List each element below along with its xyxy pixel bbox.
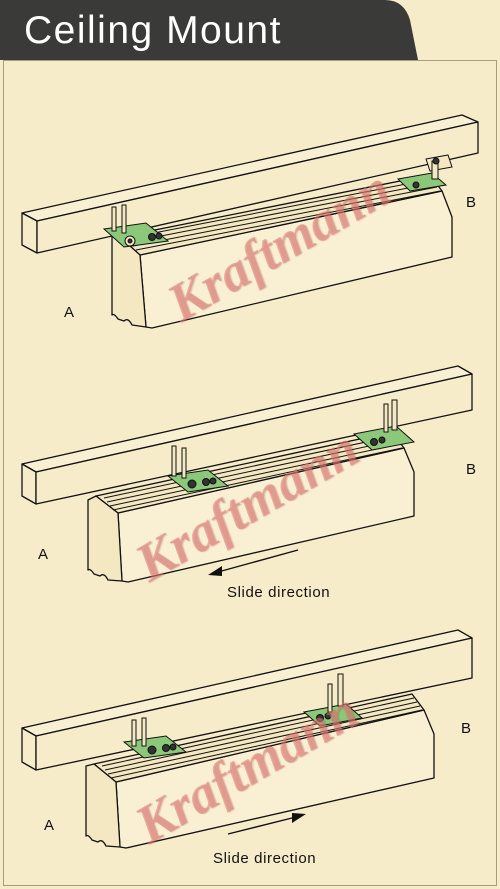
slide-direction-caption: Slide direction [227,584,331,601]
slide-arrow-left [208,549,299,576]
bracket-left-1 [102,204,170,248]
bracket-left-2 [166,445,230,493]
bracket-right-1 [396,154,453,192]
label-a: A [64,304,75,321]
unit-end-cap [85,763,121,848]
header-bar: Ceiling Mount [0,0,500,62]
unit-end-cap [111,234,147,328]
ceiling-mount-illustration-2 [21,365,473,583]
ceiling-beam-front [21,727,37,771]
scene-2: A B Slide direction [0,348,500,608]
label-a: A [38,546,49,563]
bracket-right-3 [302,673,364,727]
label-b: B [466,461,477,478]
page-title: Ceiling Mount [24,9,282,52]
ceiling-mount-illustration-1 [21,114,479,329]
ceiling-beam-side [36,121,479,254]
bracket-right-2 [352,399,416,451]
bracket-left-3 [122,717,188,759]
ceiling-mount-illustration-3 [21,629,473,849]
ceiling-beam-side [35,373,473,505]
header-tab-shape [0,0,418,60]
label-a: A [44,817,55,834]
slide-arrow-right [227,813,306,835]
scene-1: A B [0,95,500,355]
slide-direction-caption: Slide direction [213,850,317,867]
label-b: B [461,720,472,737]
label-b: B [466,194,477,211]
scene-3: A B Slide direction [0,612,500,872]
unit-end-cap [87,495,123,582]
